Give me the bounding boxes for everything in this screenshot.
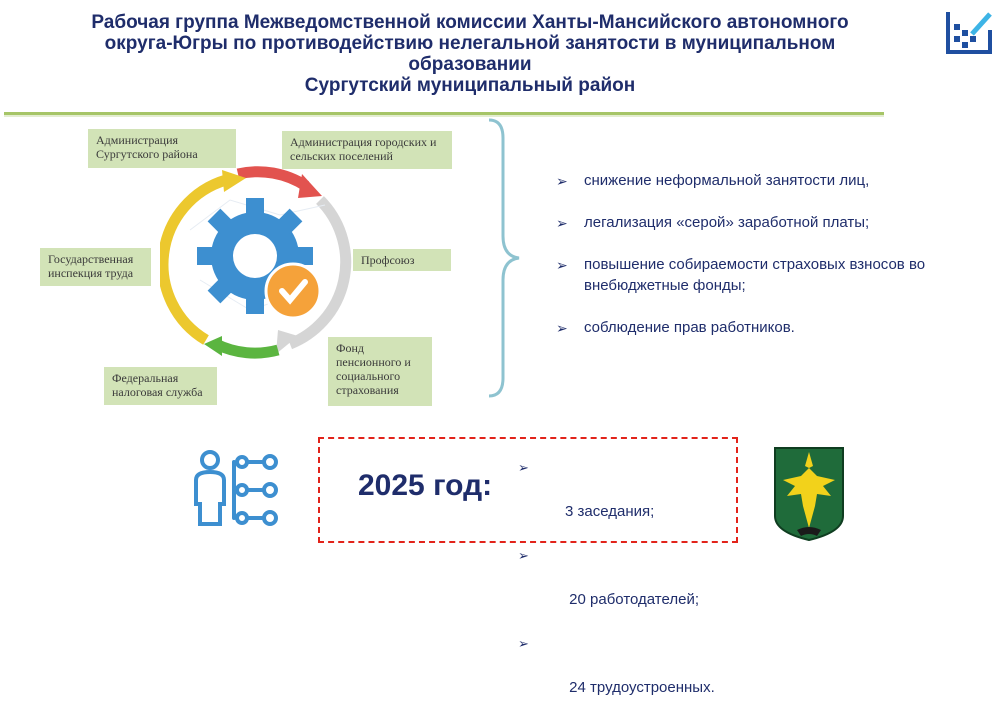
coat-of-arms-icon xyxy=(774,447,844,542)
goal-item: ➢ соблюдение прав работников. xyxy=(556,317,996,338)
goal-text: повышение собираемости страховых взносов… xyxy=(584,256,926,294)
curly-brace xyxy=(488,118,520,398)
page-title: Рабочая группа Межведомственной комиссии… xyxy=(20,12,920,96)
arrow-green-head xyxy=(204,336,222,356)
goal-item: ➢ повышение собираемости страховых взнос… xyxy=(556,254,996,296)
result-text: 20 работодателей; xyxy=(565,591,699,608)
check-circle-icon xyxy=(264,262,322,320)
arrow-gray xyxy=(287,196,352,350)
bullet-arrow-icon: ➢ xyxy=(556,173,568,189)
goal-item: ➢ снижение неформальной занятости лиц, xyxy=(556,170,996,191)
cycle-diagram xyxy=(160,166,352,359)
title-line-4: Сургутский муниципальный район xyxy=(304,75,636,96)
result-item: ➢ 24 трудоустроенных. xyxy=(518,633,715,721)
bullet-arrow-icon: ➢ xyxy=(556,215,568,231)
result-text: 24 трудоустроенных. xyxy=(565,679,715,696)
arrow-yellow-head xyxy=(222,170,246,192)
result-item: ➢ 3 заседания; xyxy=(518,457,715,545)
arrow-red-head xyxy=(298,174,322,198)
result-item: ➢ 20 работодателей; xyxy=(518,545,715,633)
member-labor-inspection: Государственная инспекция труда xyxy=(40,248,151,286)
member-trade-union: Профсоюз xyxy=(353,249,451,271)
member-tax-service: Федеральная налоговая служба xyxy=(104,367,217,405)
bullet-arrow-icon: ➢ xyxy=(518,548,529,563)
results-box: 2025 год: ➢ 3 заседания; ➢ 20 работодате… xyxy=(318,437,738,696)
results-list: ➢ 3 заседания; ➢ 20 работодателей; ➢ 24 … xyxy=(518,457,715,721)
people-network-icon xyxy=(194,450,278,526)
title-line-3: образовании xyxy=(408,54,532,75)
bullet-arrow-icon: ➢ xyxy=(556,320,568,336)
goal-item: ➢ легализация «серой» заработной платы; xyxy=(556,212,996,233)
member-admin-district: Администрация Сургутского района xyxy=(88,129,236,168)
goals-list: ➢ снижение неформальной занятости лиц, ➢… xyxy=(556,170,996,359)
member-pension-fund: Фонд пенсионного и социального страхован… xyxy=(328,337,432,406)
member-admin-settlements: Администрация городских и сельских посел… xyxy=(282,131,452,169)
region-logo-icon xyxy=(946,12,992,54)
arrow-gray-head xyxy=(276,330,298,354)
goal-text: легализация «серой» заработной платы; xyxy=(584,214,870,231)
goal-text: снижение неформальной занятости лиц, xyxy=(584,172,870,189)
year-label: 2025 год: xyxy=(358,469,493,502)
arrow-yellow xyxy=(160,174,228,345)
result-text: 3 заседания; xyxy=(565,503,655,520)
arrow-green xyxy=(213,339,280,359)
title-line-2: округа-Югры по противодействию нелегальн… xyxy=(104,33,836,54)
goal-text: соблюдение прав работников. xyxy=(584,319,795,336)
title-divider xyxy=(4,112,884,115)
title-line-1: Рабочая группа Межведомственной комиссии… xyxy=(91,12,849,33)
bullet-arrow-icon: ➢ xyxy=(556,257,568,273)
arrow-red xyxy=(236,166,310,191)
title-divider-shadow xyxy=(4,115,884,117)
bullet-arrow-icon: ➢ xyxy=(518,460,529,475)
bullet-arrow-icon: ➢ xyxy=(518,636,529,651)
